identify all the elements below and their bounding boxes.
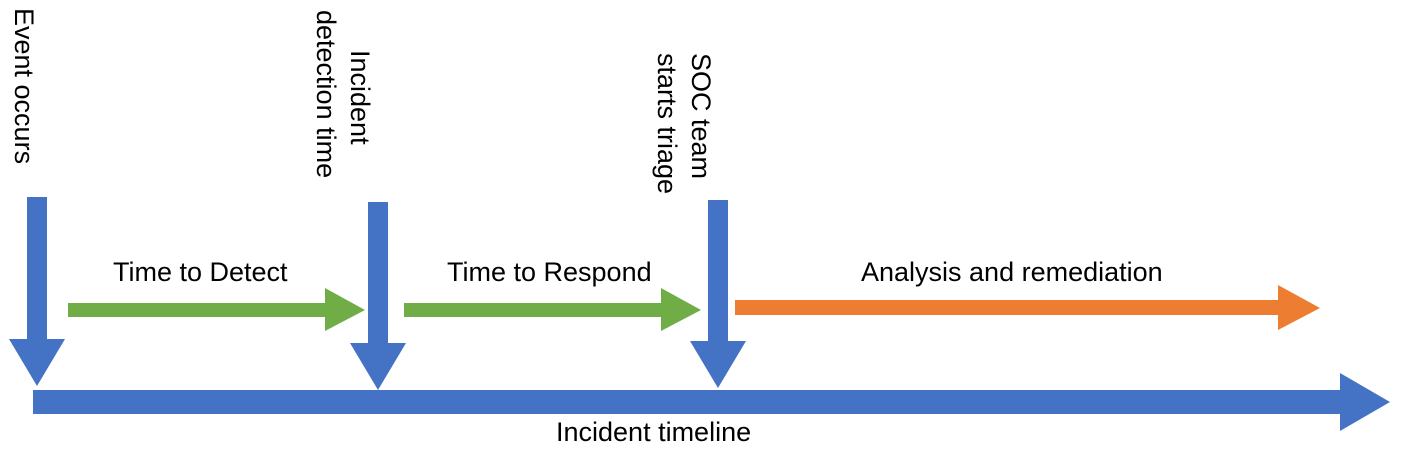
phase-label-analysis-and-remediation: Analysis and remediation xyxy=(861,257,1163,287)
milestone-arrow-soc-team-starts-triage xyxy=(690,200,746,388)
phase-arrow-time-to-detect xyxy=(68,288,365,331)
phase-arrow-analysis-and-remediation xyxy=(735,285,1320,330)
phase-label-time-to-detect: Time to Detect xyxy=(113,257,288,287)
phase-arrow-time-to-respond xyxy=(404,288,701,331)
milestone-arrow-incident-detection-time xyxy=(350,202,406,390)
phase-label-time-to-respond: Time to Respond xyxy=(447,257,652,287)
timeline-caption: Incident timeline xyxy=(556,417,752,447)
incident-timeline-arrow xyxy=(33,373,1390,431)
milestone-arrow-event-occurs xyxy=(9,197,65,386)
